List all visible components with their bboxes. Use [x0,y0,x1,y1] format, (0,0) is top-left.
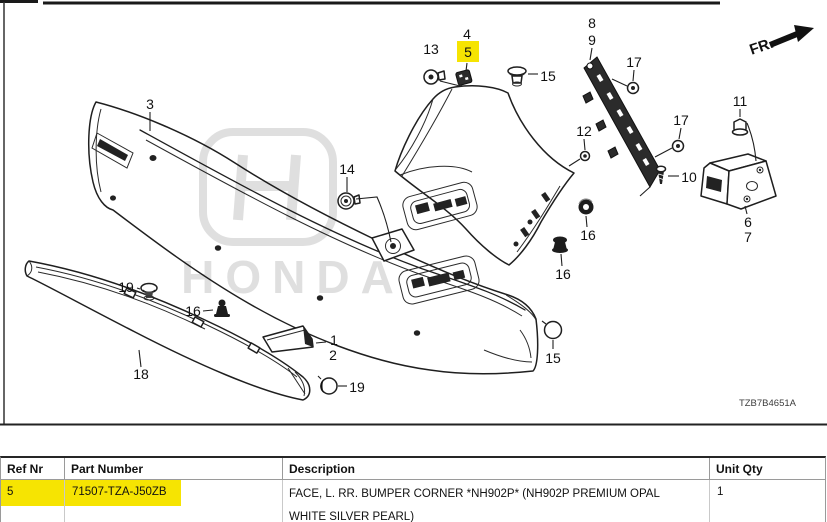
leader-lines [136,47,757,387]
callout-11[interactable]: 11 [733,93,748,109]
sensor-bracket-part [700,153,777,210]
callout-1[interactable]: 1 [330,332,338,348]
callout-10[interactable]: 10 [681,169,697,185]
callout-18[interactable]: 18 [133,366,149,382]
clip-16b-icon [552,236,568,253]
lower-garnish-part [24,260,311,401]
screw-17b-icon [671,139,685,153]
callout-5[interactable]: 5 [464,44,472,60]
screw-12-icon [579,150,591,162]
callout-16[interactable]: 16 [555,266,571,282]
parts-table: Ref Nr Part Number Description Unit Qty … [0,456,826,522]
callout-9[interactable]: 9 [588,32,596,48]
callout-2[interactable]: 2 [329,347,337,363]
watermark-brand-text: HONDA [181,251,405,303]
description-cell: FACE, L. RR. BUMPER CORNER *NH902P* (NH9… [283,480,710,522]
clip-15-bottom-icon [541,320,563,340]
clip-16c-icon [214,299,230,317]
push-clip-15-top-icon [507,66,527,87]
parts-diagram: FR. HONDA TZB7B4651A 3134515891712171110… [0,0,827,426]
callout-17[interactable]: 17 [626,54,642,70]
header-unit-qty: Unit Qty [716,462,763,476]
ref-nr-value: 5 [1,480,64,506]
bolt-11-icon [731,118,749,136]
header-part-number: Part Number [65,458,283,479]
part-number-value: 71507-TZA-J50ZB [65,480,181,506]
callout-19[interactable]: 19 [118,279,134,295]
unit-qty-cell: 1 [710,480,825,522]
screw-17a-icon [626,81,640,95]
clip-19a-icon [140,282,158,301]
reflector-part [262,325,314,353]
part-number-cell: 71507-TZA-J50ZB [65,480,283,522]
side-bracket-part [582,56,661,197]
ref-nr-cell: 5 [1,480,65,522]
callout-13[interactable]: 13 [423,41,439,57]
callout-highlight [457,41,479,62]
callout-19[interactable]: 19 [349,379,365,395]
callout-6[interactable]: 6 [744,214,752,230]
clip-5-icon [455,69,473,86]
callout-4[interactable]: 4 [463,26,471,42]
diagram-code: TZB7B4651A [739,398,797,409]
header-description: Description [283,458,710,479]
grommet-14-icon [337,192,361,210]
callout-15[interactable]: 15 [540,68,556,84]
callout-16[interactable]: 16 [185,303,201,319]
fr-direction-arrow: FR. [747,25,814,59]
description-line1: FACE, L. RR. BUMPER CORNER *NH902P* (NH9… [289,488,660,500]
screw-10-icon [655,165,667,184]
grommet-13-icon [423,69,446,85]
callout-layer: 3 13 4 5 15 89 17 12 17 11 10 67 16 16 15 14 16 19 12 19 18 [118,15,752,395]
parts-table-row[interactable]: 5 71507-TZA-J50ZB FACE, L. RR. BUMPER CO… [1,480,825,522]
callout-3[interactable]: 3 [146,96,154,112]
grommet-16a-icon [578,198,594,215]
callout-7[interactable]: 7 [744,229,752,245]
corner-face-part [394,85,575,266]
honda-watermark: HONDA [181,128,405,303]
callout-17[interactable]: 17 [673,112,689,128]
callout-8[interactable]: 8 [588,15,596,31]
header-ref-nr: Ref Nr [1,458,65,479]
unit-qty-value: 1 [717,486,724,498]
clip-19b-icon [317,375,338,395]
callout-12[interactable]: 12 [576,123,592,139]
callout-15[interactable]: 15 [545,350,561,366]
callout-16[interactable]: 16 [580,227,596,243]
fr-label: FR. [747,35,775,59]
description-line2: WHITE SILVER PEARL) [289,511,415,522]
callout-14[interactable]: 14 [339,161,355,177]
parts-table-header: Ref Nr Part Number Description Unit Qty [1,458,825,480]
diagram-frame [0,0,827,426]
